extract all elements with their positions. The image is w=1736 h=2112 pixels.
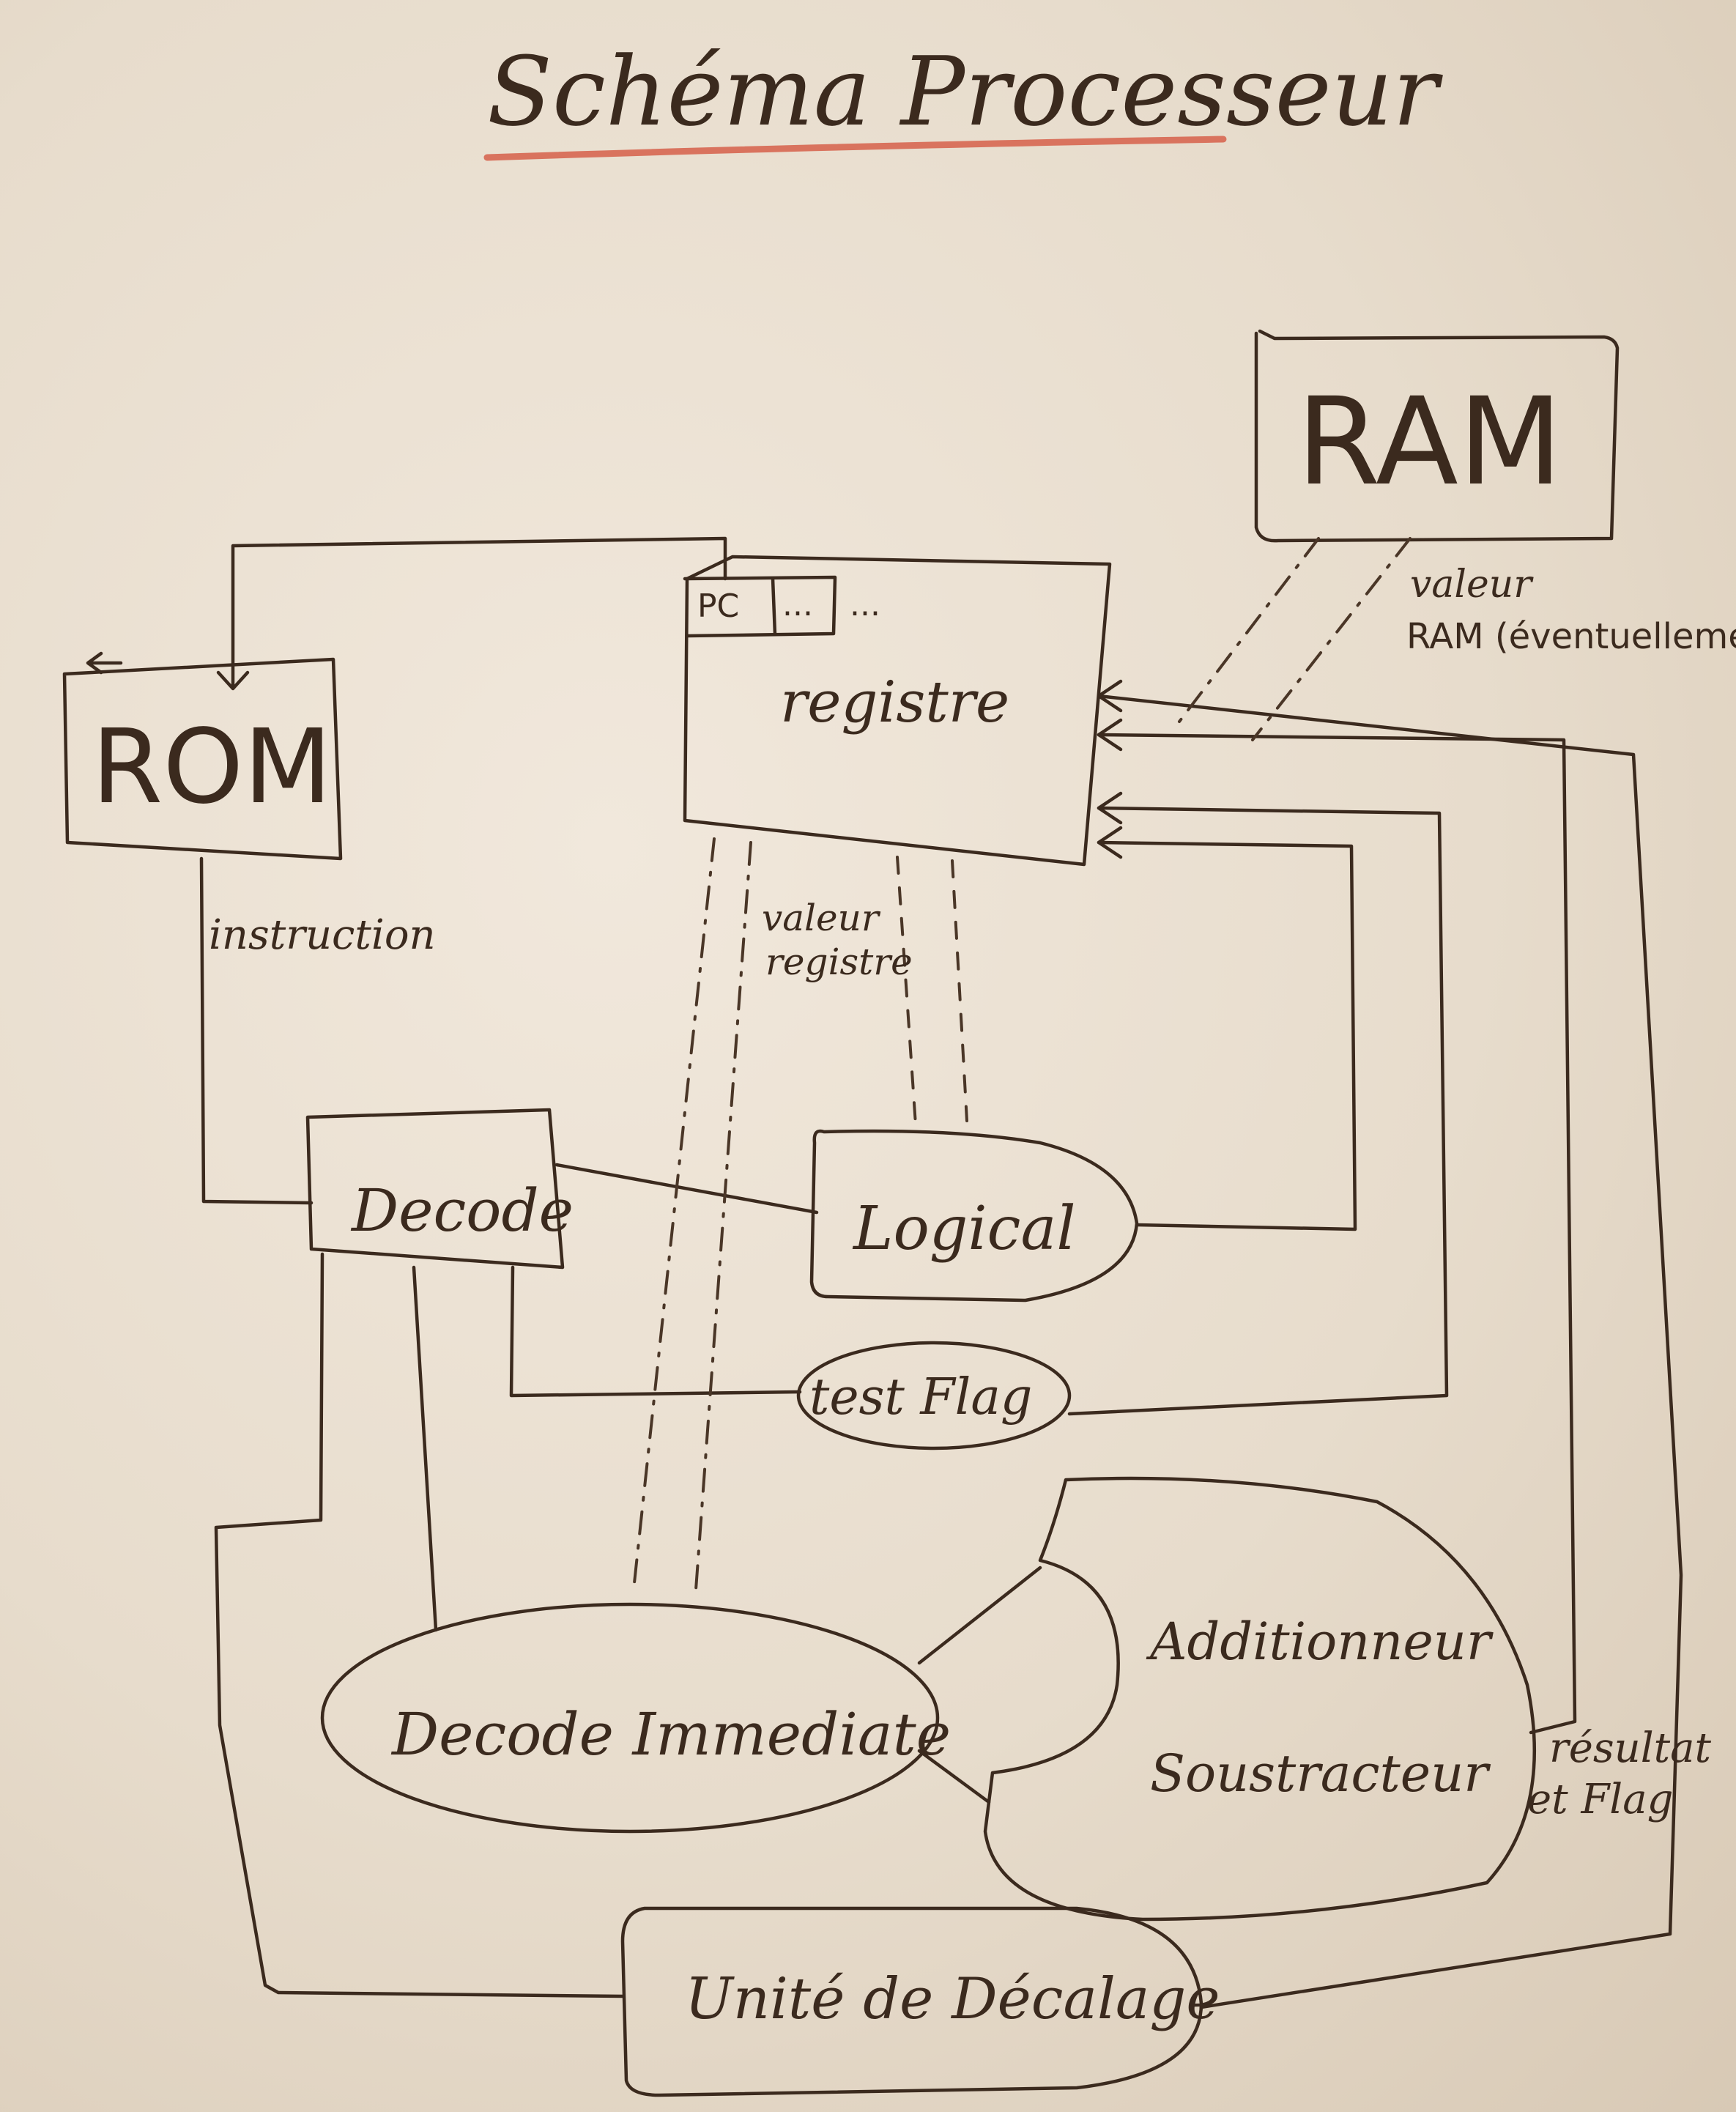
registre-label: registre <box>780 670 1009 736</box>
logical-to-register-wire <box>1097 840 1357 1231</box>
pc-label: PC <box>697 588 739 625</box>
arrow-register-2 <box>1097 718 1123 752</box>
logical-label: Logical <box>852 1194 1076 1264</box>
valeur-ram-label-2: RAM (éventuellement) <box>1406 616 1736 657</box>
immediate-to-adder-wire-2 <box>917 1749 991 1804</box>
decode-to-logical-wire <box>554 1163 819 1215</box>
instruction-wire <box>199 856 314 1205</box>
valeur-ram-label-1: valeur <box>1410 563 1534 607</box>
adder-label-1: Additionneur <box>1146 1612 1494 1672</box>
immediate-to-adder-wire-1 <box>917 1566 1042 1665</box>
valeur-registre-label-2: registre <box>765 941 913 983</box>
rom-label: ROM <box>92 708 332 827</box>
instruction-label: instruction <box>209 911 436 959</box>
adder-label-2: Soustracteur <box>1150 1744 1491 1804</box>
test-flag-label: test Flag <box>809 1368 1032 1426</box>
test-flag-unit: test Flag <box>796 1341 1072 1450</box>
decode-box: Decode <box>305 1108 574 1270</box>
pc-more-dots: ... <box>850 586 880 623</box>
decode-to-shift-wire <box>214 1252 625 1998</box>
arrow-register-1 <box>1097 679 1123 713</box>
decode-immediate-unit: Decode Immediate <box>320 1602 951 1834</box>
register-value-dash-1 <box>632 837 716 1591</box>
pc-cell-dots: ... <box>782 586 813 623</box>
shift-unit: Unité de Décalage <box>620 1906 1220 2097</box>
valeur-registre-label-1: valeur <box>762 897 881 939</box>
decode-to-testflag-wire <box>509 1265 802 1398</box>
rom-box: ROM <box>62 657 343 861</box>
register-value-dash-3 <box>896 856 917 1126</box>
adder-result-wire <box>1097 733 1577 1735</box>
diagram-title: Schéma Processeur <box>487 36 1443 147</box>
decode-to-immediate-wire <box>412 1265 438 1632</box>
pc-to-rom-wire <box>231 536 727 687</box>
title-underline <box>483 136 1227 161</box>
resultat-label-1: résultat <box>1549 1724 1712 1772</box>
register-value-dash-2 <box>694 841 752 1591</box>
arrow-register-4 <box>1097 826 1123 859</box>
ram-value-dash-1 <box>1178 537 1320 723</box>
rom-left-arrow <box>86 651 123 675</box>
adder-unit: Additionneur Soustracteur <box>983 1476 1537 1922</box>
shift-unit-label: Unité de Décalage <box>685 1966 1220 2032</box>
pc-to-rom-arrow <box>216 670 250 691</box>
ram-value-dash-2 <box>1251 537 1412 741</box>
resultat-label-2: et Flag <box>1527 1776 1673 1823</box>
shift-result-wire <box>1097 694 1683 2009</box>
ram-label: RAM <box>1297 371 1562 512</box>
arrow-register-3 <box>1097 791 1123 825</box>
register-value-dash-4 <box>951 859 968 1122</box>
register-box: PC ... ... registre <box>683 555 1112 867</box>
decode-label: Decode <box>350 1177 574 1245</box>
testflag-to-register-wire <box>1067 806 1449 1416</box>
logical-unit: Logical <box>809 1129 1139 1303</box>
decode-immediate-label: Decode Immediate <box>390 1700 951 1768</box>
ram-box: RAM <box>1254 329 1620 543</box>
